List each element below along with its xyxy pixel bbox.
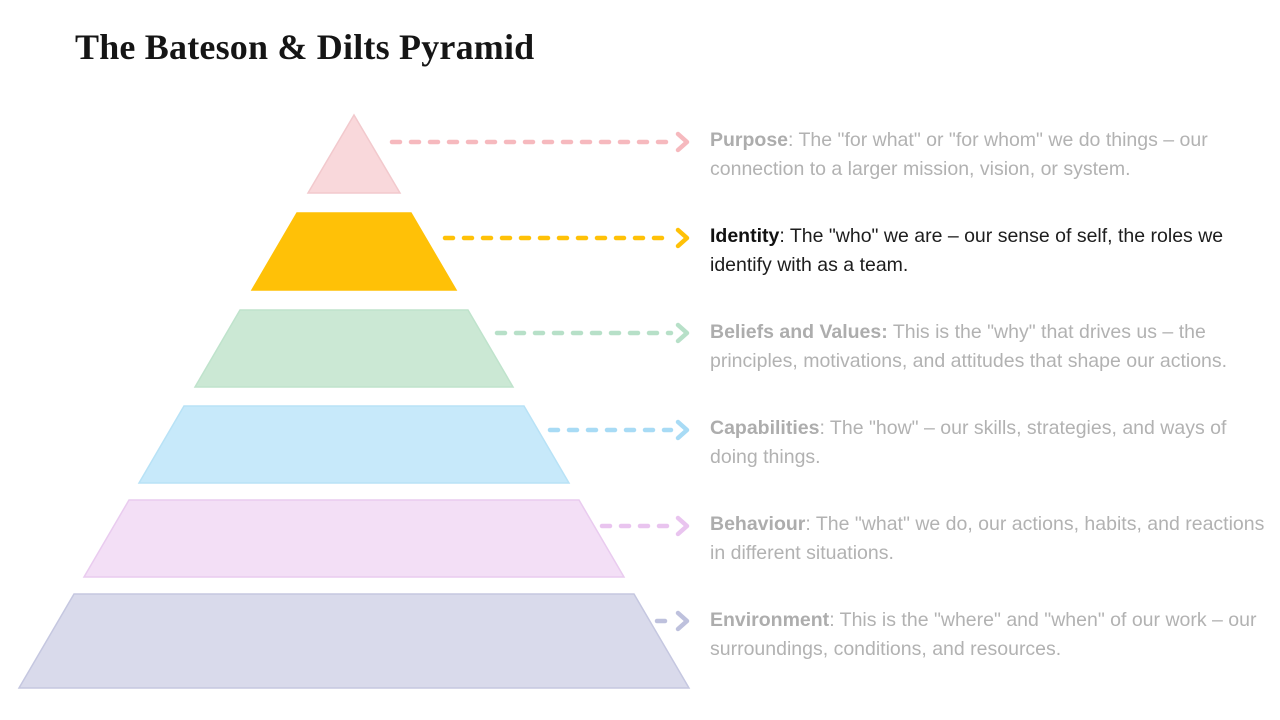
connector-arrow-identity (442, 227, 690, 249)
level-label: Environment (710, 609, 830, 631)
level-text: : This is the "where" and "when" of our … (710, 609, 1257, 660)
pyramid-level-environment-shape (17, 593, 691, 689)
arrow-right-icon (675, 131, 690, 153)
level-label: Identity (710, 225, 780, 247)
arrow-right-icon (675, 610, 690, 632)
arrow-right-icon (675, 515, 690, 537)
pyramid-level-behaviour-shape (82, 499, 626, 578)
level-text: This is the "why" that drives us – the p… (710, 321, 1228, 372)
level-label: Purpose (710, 129, 789, 151)
level-text: : The "for what" or "for whom" we do thi… (710, 129, 1208, 180)
level-description-capabilities: Capabilities: The "how" – our skills, st… (710, 414, 1266, 472)
connector-arrow-capabilities (547, 419, 690, 441)
level-text: : The "how" – our skills, strategies, an… (710, 417, 1227, 468)
level-description-behaviour: Behaviour: The "what" we do, our actions… (710, 510, 1266, 568)
level-description-beliefs: Beliefs and Values: This is the "why" th… (710, 318, 1266, 376)
level-description-identity: Identity: The "who" we are – our sense o… (710, 222, 1266, 280)
arrow-right-icon (675, 419, 690, 441)
pyramid-level-purpose-shape (306, 113, 402, 194)
level-text: : The "who" we are – our sense of self, … (710, 225, 1224, 276)
pyramid-level-capabilities-shape (137, 405, 571, 484)
level-label: Beliefs and Values: (710, 321, 888, 343)
connector-arrow-beliefs (494, 322, 690, 344)
pyramid-level-beliefs-shape (193, 309, 515, 388)
page-title: The Bateson & Dilts Pyramid (75, 27, 535, 67)
level-label: Capabilities (710, 417, 820, 439)
level-text: : The "what" we do, our actions, habits,… (710, 513, 1265, 564)
level-description-environment: Environment: This is the "where" and "wh… (710, 606, 1266, 664)
connector-arrow-purpose (389, 131, 690, 153)
arrow-right-icon (675, 227, 690, 249)
level-label: Behaviour (710, 513, 806, 535)
connector-arrow-behaviour (599, 515, 690, 537)
arrow-right-icon (675, 322, 690, 344)
level-description-purpose: Purpose: The "for what" or "for whom" we… (710, 126, 1266, 184)
connector-arrow-environment (654, 610, 690, 632)
pyramid-level-identity-shape (250, 212, 458, 291)
